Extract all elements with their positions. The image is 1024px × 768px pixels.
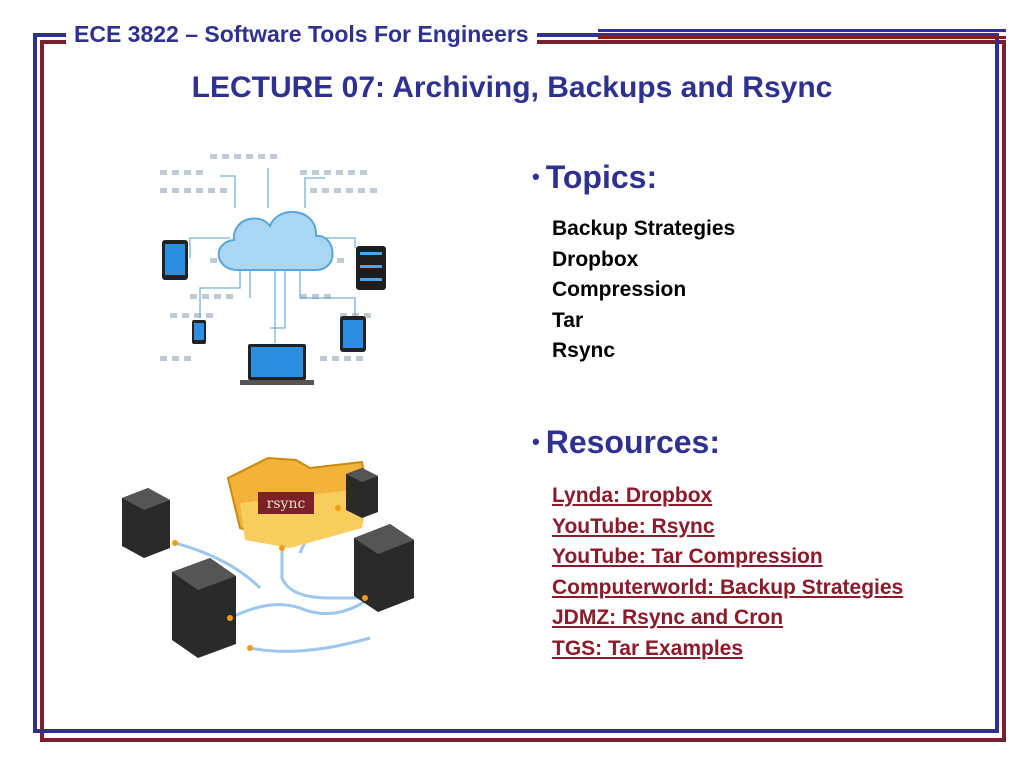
server-icon (346, 468, 378, 518)
server-icon (354, 524, 414, 612)
resource-item: YouTube: Tar Compression (552, 542, 903, 573)
resource-link-tgs[interactable]: TGS: Tar Examples (552, 636, 744, 660)
server-icon (122, 488, 170, 558)
resource-link-computerworld[interactable]: Computerworld: Backup Strategies (552, 575, 904, 599)
resource-link-lynda-dropbox[interactable]: Lynda: Dropbox (552, 484, 713, 507)
server-icon (356, 246, 386, 290)
resource-item: YouTube: Rsync (552, 512, 903, 543)
topic-item: Tar (552, 308, 584, 332)
lecture-title: LECTURE 07: Archiving, Backups and Rsync (191, 71, 833, 104)
resource-item: JDMZ: Rsync and Cron (552, 603, 903, 634)
resource-link-jdmz[interactable]: JDMZ: Rsync and Cron (552, 606, 784, 629)
header-line-right-bottom (598, 36, 1006, 39)
course-title: ECE 3822 – Software Tools For Engineers (66, 20, 537, 48)
topics-heading-label: Topics: (545, 159, 658, 195)
resources-list: Lynda: Dropbox YouTube: Rsync YouTube: T… (552, 481, 903, 664)
laptop-icon (240, 344, 314, 385)
resource-link-youtube-rsync[interactable]: YouTube: Rsync (552, 514, 715, 538)
resources-heading-label: Resources: (545, 424, 720, 460)
resource-item: Lynda: Dropbox (552, 481, 903, 512)
folder-icon: rsync (226, 456, 372, 548)
tablet-icon (340, 316, 366, 352)
header-line-left-top (33, 33, 61, 36)
phone-icon (192, 320, 206, 344)
rsync-folder-label: rsync (267, 496, 306, 512)
topics-heading: •Topics: (532, 158, 657, 196)
resource-item: Computerworld: Backup Strategies (552, 573, 903, 604)
bullet-icon: • (532, 429, 540, 454)
resource-item: TGS: Tar Examples (552, 634, 903, 665)
topic-item: Compression (552, 278, 687, 301)
cloud-network-illustration (160, 154, 386, 385)
bullet-icon: • (532, 164, 540, 189)
topics-list: Backup Strategies Dropbox Compression Ta… (552, 214, 735, 367)
header-line-left-bottom (40, 40, 61, 43)
resources-heading: •Resources: (532, 423, 720, 461)
cloud-icon (217, 210, 334, 271)
topic-item: Backup Strategies (552, 217, 736, 240)
resource-link-youtube-tar[interactable]: YouTube: Tar Compression (552, 545, 823, 568)
rsync-servers-illustration: rsync (122, 456, 414, 658)
server-icon (172, 558, 236, 658)
header-line-right-top (598, 29, 1006, 32)
topic-item: Rsync (552, 339, 616, 362)
tablet-icon (162, 240, 188, 280)
topic-item: Dropbox (552, 247, 639, 271)
